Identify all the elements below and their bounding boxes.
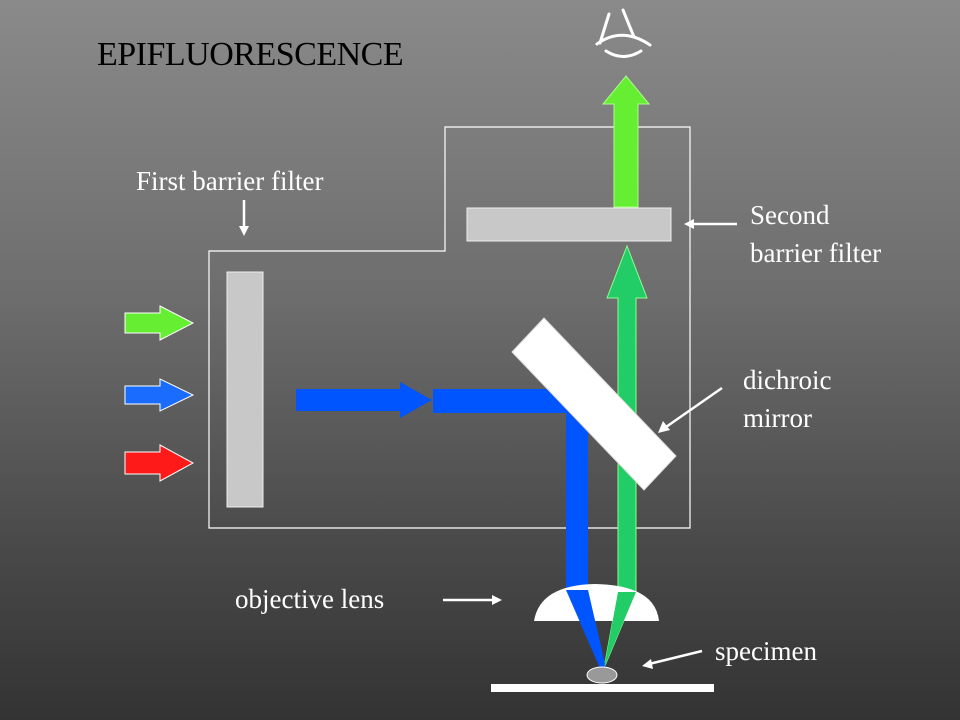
pointer-specimen bbox=[642, 649, 703, 669]
specimen-stage bbox=[491, 684, 714, 692]
blue-excitation-arrow bbox=[296, 382, 432, 418]
label-dichroic-mirror: dichroic mirror bbox=[743, 361, 831, 437]
diagram-title: EPIFLUORESCENCE bbox=[97, 36, 404, 73]
label-second-barrier-filter: Second barrier filter bbox=[750, 196, 881, 272]
green-beam-through-lens bbox=[604, 592, 636, 668]
eye-icon bbox=[595, 8, 652, 58]
label-dichroic-mirror-line-1: dichroic bbox=[743, 365, 832, 395]
label-first-barrier-filter: First barrier filter bbox=[136, 166, 324, 196]
objective-lens bbox=[534, 584, 659, 621]
label-second-barrier-filter-line-1: Second bbox=[750, 200, 830, 230]
pointer-objective-lens bbox=[443, 595, 502, 605]
incoming-green-light-arrow bbox=[124, 305, 195, 341]
blue-beam-through-lens bbox=[566, 590, 606, 668]
specimen-sample bbox=[586, 666, 618, 684]
pointer-dichroic-mirror bbox=[658, 386, 723, 433]
label-second-barrier-filter-line-2: barrier filter bbox=[750, 238, 882, 268]
label-dichroic-mirror-line-2: mirror bbox=[743, 403, 812, 433]
microscope-housing-outline bbox=[208, 126, 691, 529]
output-green-light-arrow bbox=[601, 75, 651, 208]
pointer-second-barrier-filter bbox=[684, 219, 737, 229]
pointer-first-barrier-filter bbox=[239, 200, 249, 236]
label-objective-lens: objective lens bbox=[235, 584, 385, 614]
incoming-blue-light-arrow bbox=[124, 378, 195, 412]
dichroic-mirror bbox=[511, 317, 677, 491]
blue-beam-to-mirror bbox=[433, 389, 573, 413]
incoming-red-light-arrow bbox=[124, 444, 195, 482]
first-barrier-filter bbox=[226, 271, 264, 508]
label-specimen: specimen bbox=[715, 636, 817, 666]
second-barrier-filter bbox=[466, 207, 672, 242]
